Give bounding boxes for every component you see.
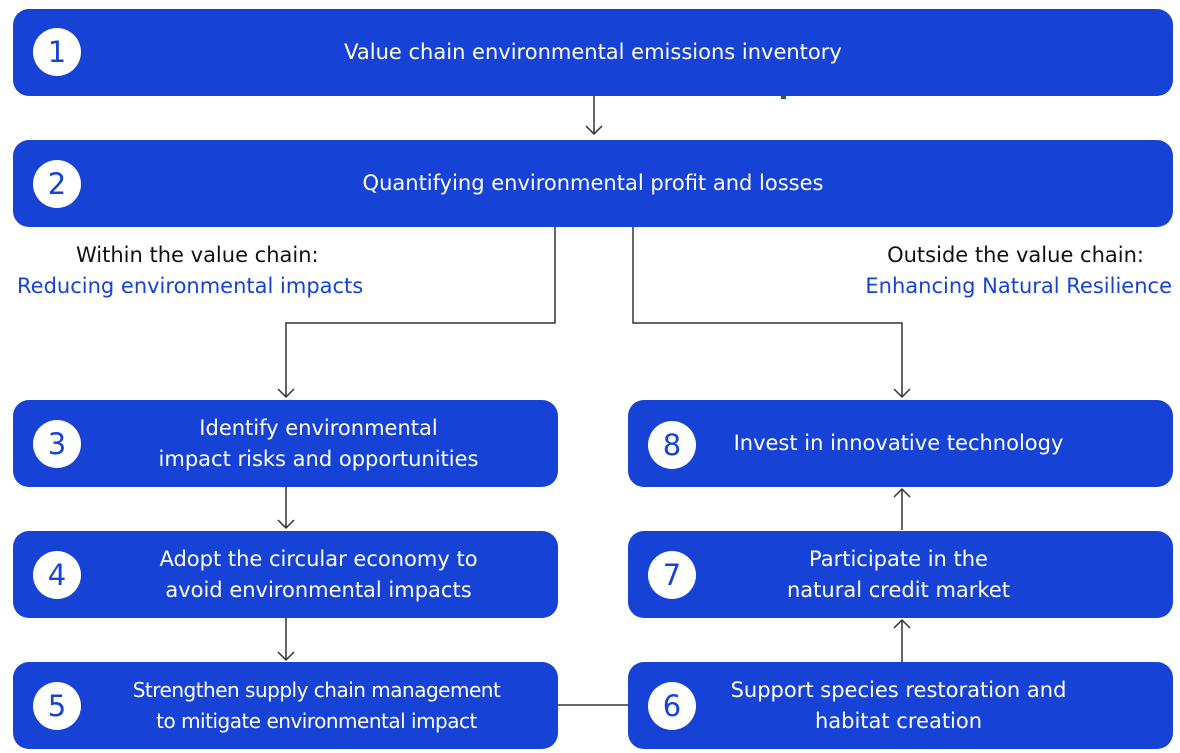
step-label: Value chain environmental emissions inve…	[344, 40, 842, 64]
step-number: 5	[33, 682, 81, 730]
step-7-box: 7 Participate in the natural credit mark…	[628, 531, 1173, 618]
arrow-3-to-4	[277, 487, 295, 530]
step-3-box: 3 Identify environmental impact risks an…	[13, 400, 558, 487]
within-value-chain-subheading: Reducing environmental impacts	[17, 274, 364, 298]
arrow-2-to-8	[632, 227, 911, 399]
step-label: Strengthen supply chain management to mi…	[132, 678, 501, 733]
step-label: Adopt the circular economy to avoid envi…	[159, 547, 478, 602]
step-number: 1	[33, 28, 81, 76]
step-1-box: 1 Value chain environmental emissions in…	[13, 9, 1173, 96]
step-4-box: 4 Adopt the circular economy to avoid en…	[13, 531, 558, 618]
outside-value-chain-heading: Outside the value chain:	[887, 243, 1144, 267]
step-number: 6	[648, 682, 696, 730]
step-label: Participate in the natural credit market	[787, 547, 1010, 602]
arrow-2-to-3	[277, 227, 556, 399]
step-5-box: 5 Strengthen supply chain management to …	[13, 662, 558, 749]
step-number: 7	[648, 551, 696, 599]
step-label: Quantifying environmental profit and los…	[362, 171, 824, 195]
arrow-6-to-7	[893, 618, 911, 662]
step-label: Support species restoration and habitat …	[730, 678, 1067, 733]
step-6-box: 6 Support species restoration and habita…	[628, 662, 1173, 749]
step-2-box: 2 Quantifying environmental profit and l…	[13, 140, 1173, 227]
arrow-4-to-5	[277, 618, 295, 662]
step-number: 8	[648, 421, 696, 469]
arrow-1-to-2	[585, 96, 603, 136]
step-number: 3	[33, 420, 81, 468]
step-number: 4	[33, 551, 81, 599]
outside-value-chain-subheading: Enhancing Natural Resilience	[865, 274, 1172, 298]
within-value-chain-heading: Within the value chain:	[76, 243, 319, 267]
step-8-box: 8 Invest in innovative technology	[628, 400, 1173, 487]
step-label: Invest in innovative technology	[733, 431, 1064, 455]
step-number: 2	[33, 160, 81, 208]
arrow-7-to-8	[893, 487, 911, 530]
step-label: Identify environmental impact risks and …	[158, 416, 479, 471]
